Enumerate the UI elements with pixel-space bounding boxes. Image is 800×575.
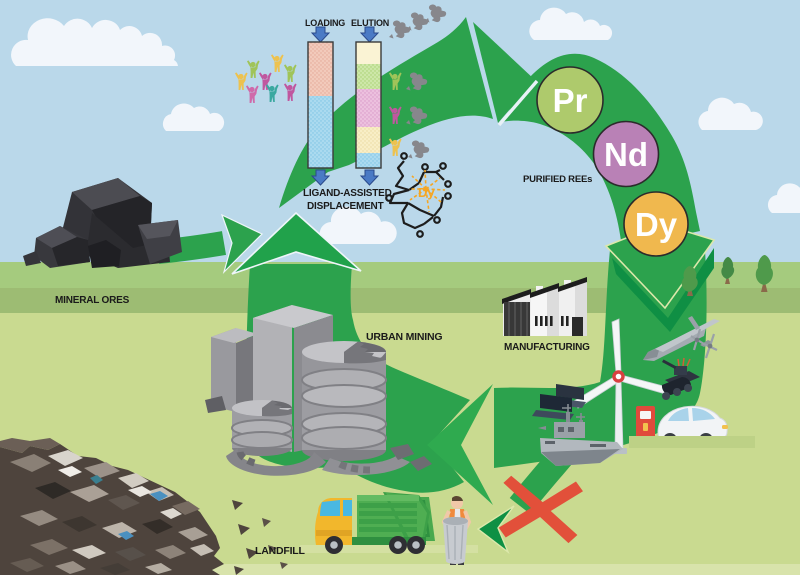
svg-text:LANDFILL: LANDFILL	[255, 545, 306, 557]
svg-text:Pr: Pr	[553, 82, 588, 119]
svg-text:PURIFIED REEs: PURIFIED REEs	[523, 174, 592, 185]
svg-text:Dy: Dy	[635, 206, 678, 243]
svg-text:URBAN MINING: URBAN MINING	[366, 331, 442, 343]
svg-text:Nd: Nd	[604, 136, 648, 173]
svg-text:MINERAL ORES: MINERAL ORES	[55, 295, 130, 306]
svg-text:LIGAND-ASSISTED: LIGAND-ASSISTED	[303, 188, 392, 199]
svg-text:DISPLACEMENT: DISPLACEMENT	[307, 201, 384, 212]
svg-text:ELUTION: ELUTION	[351, 18, 389, 28]
svg-text:LOADING: LOADING	[305, 18, 345, 28]
svg-text:Dy: Dy	[418, 185, 435, 200]
svg-text:MANUFACTURING: MANUFACTURING	[504, 342, 590, 353]
